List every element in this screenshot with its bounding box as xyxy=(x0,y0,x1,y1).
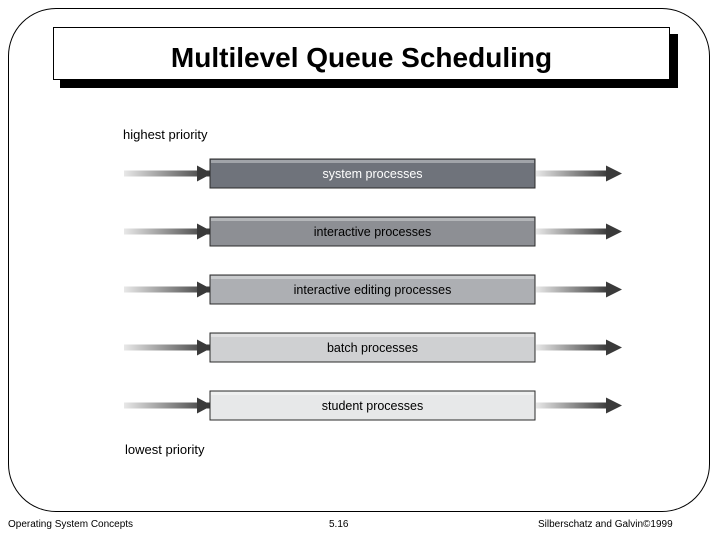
queue-row: student processes xyxy=(124,390,622,421)
incoming-arrow-head xyxy=(197,165,212,182)
queue-bar-highlight xyxy=(211,276,534,279)
footer-copyright: Silberschatz and Galvin©1999 xyxy=(538,519,673,530)
slide-frame xyxy=(8,8,710,512)
queue-bar xyxy=(209,158,536,189)
queue-row: interactive editing processes xyxy=(124,274,622,305)
highest-priority-label: highest priority xyxy=(123,127,208,142)
queue-row: system processes xyxy=(124,158,622,189)
queue-bar-highlight xyxy=(211,160,534,163)
slide-title: Multilevel Queue Scheduling xyxy=(170,41,553,73)
incoming-arrow-head xyxy=(197,223,212,240)
footer-page-number: 5.16 xyxy=(329,519,349,530)
queue-label: interactive processes xyxy=(314,225,431,239)
queue-label: interactive editing processes xyxy=(294,283,452,297)
outgoing-arrow-head xyxy=(606,339,622,356)
incoming-arrow-head xyxy=(197,281,212,298)
incoming-arrow-shaft xyxy=(124,286,211,293)
outgoing-arrow-shaft xyxy=(536,286,608,293)
queue-label: student processes xyxy=(322,399,423,413)
queue-bar xyxy=(209,216,536,247)
queue-bar xyxy=(209,390,536,421)
outgoing-arrow-shaft xyxy=(536,344,608,351)
lowest-priority-label: lowest priority xyxy=(125,442,205,457)
queue-label: system processes xyxy=(322,167,422,181)
queue-bar-highlight xyxy=(211,392,534,395)
outgoing-arrow-head xyxy=(606,223,622,240)
outgoing-arrow-shaft xyxy=(536,228,608,235)
title-box: Multilevel Queue Scheduling xyxy=(53,27,670,80)
queue-bar xyxy=(209,332,536,363)
outgoing-arrow-head xyxy=(606,397,622,414)
outgoing-arrow-head xyxy=(606,165,622,182)
incoming-arrow-shaft xyxy=(124,402,211,409)
outgoing-arrow-shaft xyxy=(536,402,608,409)
queue-bar-highlight xyxy=(211,218,534,221)
queue-bar xyxy=(209,274,536,305)
outgoing-arrow-head xyxy=(606,281,622,298)
footer-book-title: Operating System Concepts xyxy=(8,519,134,530)
queue-bar-highlight xyxy=(211,334,534,337)
incoming-arrow-head xyxy=(197,397,212,414)
incoming-arrow-shaft xyxy=(124,344,211,351)
incoming-arrow-head xyxy=(197,339,212,356)
queue-row: interactive processes xyxy=(124,216,622,247)
queue-row: batch processes xyxy=(124,332,622,363)
queue-label: batch processes xyxy=(327,341,418,355)
outgoing-arrow-shaft xyxy=(536,170,608,177)
incoming-arrow-shaft xyxy=(124,170,211,177)
incoming-arrow-shaft xyxy=(124,228,211,235)
